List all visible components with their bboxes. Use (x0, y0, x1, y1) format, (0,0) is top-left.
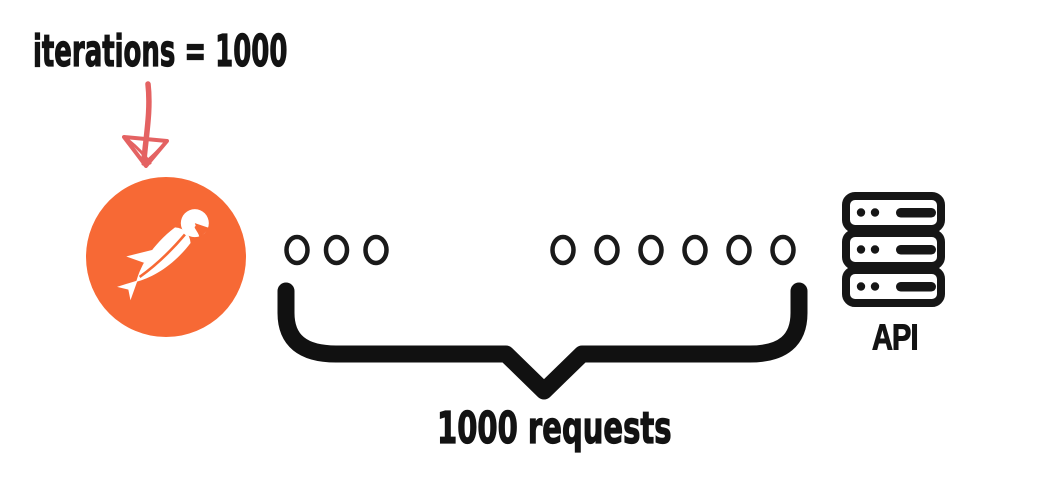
request-dot (284, 234, 310, 266)
hand-drawn-arrow-icon (122, 81, 169, 168)
iterations-annotation: iterations = 1000 (33, 26, 288, 77)
request-dot (770, 234, 796, 266)
request-dot (638, 234, 664, 266)
request-dot (363, 234, 389, 266)
request-dot (323, 234, 350, 266)
request-dot (726, 234, 752, 266)
request-dot (550, 234, 576, 266)
requests-count-label: 1000 requests (437, 403, 672, 454)
api-label: API (872, 317, 919, 358)
request-dot (682, 234, 708, 266)
postman-logo-icon (86, 177, 246, 337)
curly-brace-icon (277, 282, 808, 400)
request-dots (284, 234, 796, 266)
api-server-icon (842, 192, 945, 307)
request-dot (594, 234, 620, 266)
